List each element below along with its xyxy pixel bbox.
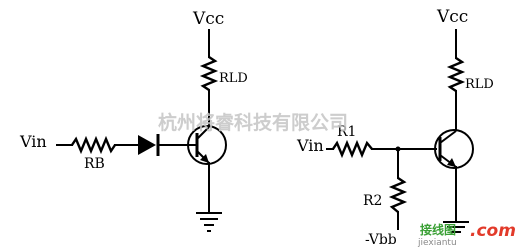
logo-mark: 接线图 [420, 222, 456, 237]
site-logo: 接线图 .com jiexiantu [417, 221, 516, 248]
r2-label: R2 [363, 193, 382, 209]
rb-resistor [71, 135, 116, 155]
logo-domain: .com [470, 221, 516, 241]
ground-icon-left [196, 212, 222, 232]
rld-resistor-left [199, 56, 219, 91]
transistor-left [187, 122, 227, 165]
rb-label: RB [84, 156, 105, 172]
r2-resistor [388, 177, 408, 213]
right-circuit: Vcc RLD Vin R1 R2 -Vbb [296, 7, 494, 248]
vbb-label: -Vbb [365, 232, 397, 248]
vin-label-left: Vin [19, 132, 47, 151]
vin-label-right: Vin [296, 136, 324, 155]
r1-resistor [332, 139, 373, 159]
logo-site: jiexiantu [417, 238, 457, 248]
watermark-text: 杭州将睿科技有限公司 [158, 111, 348, 134]
transistor-right [434, 129, 474, 169]
ground-icon-right [443, 221, 469, 233]
r1-label: R1 [337, 124, 356, 140]
diode-symbol [138, 135, 156, 155]
vcc-label-left: Vcc [192, 9, 224, 29]
left-circuit: Vcc RLD Vin RB [19, 9, 248, 232]
vcc-label-right: Vcc [436, 7, 468, 27]
rld-label-right: RLD [465, 77, 494, 92]
rld-resistor-right [446, 57, 466, 92]
rld-label-left: RLD [219, 71, 248, 86]
